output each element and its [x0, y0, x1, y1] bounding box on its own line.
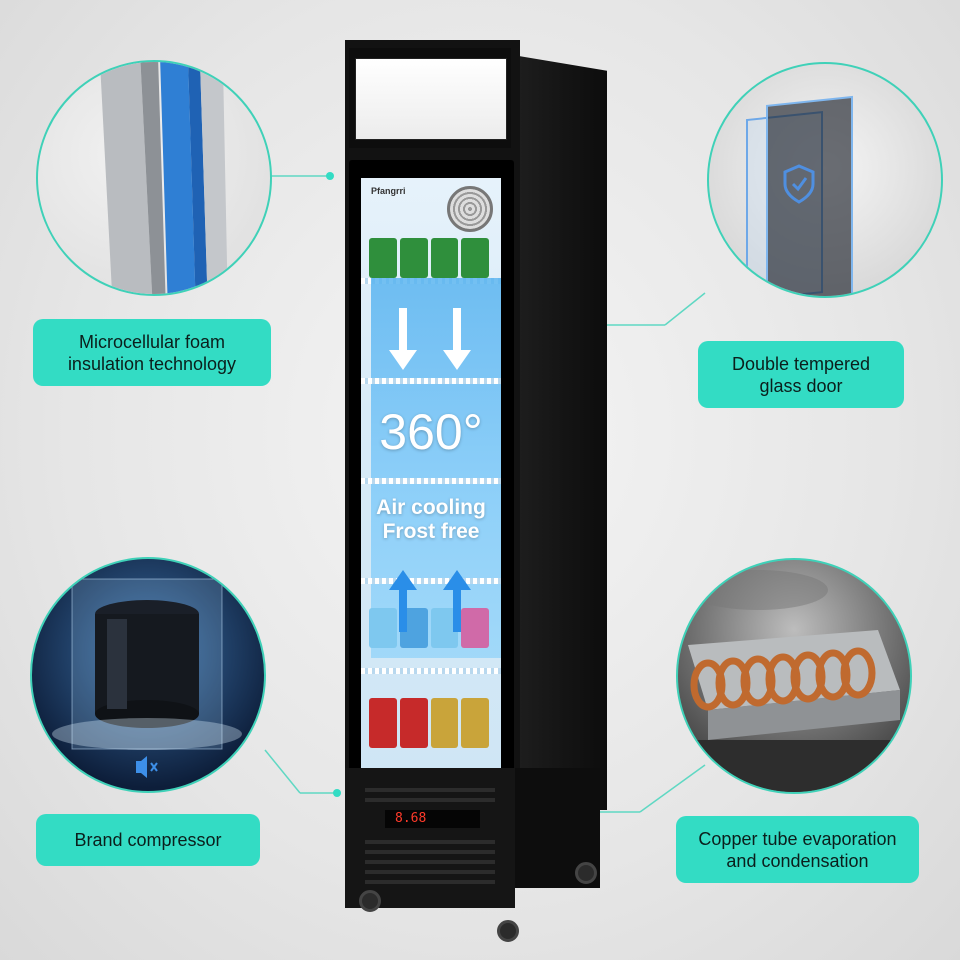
compressor-image	[30, 557, 266, 793]
cabinet-side	[515, 55, 607, 810]
compressor-base: 8.68	[345, 768, 600, 908]
beverage-fridge: Pfangrri 360° Air cooling Frost	[345, 40, 607, 942]
door-glass: Pfangrri 360° Air cooling Frost	[361, 178, 501, 770]
shelf	[361, 478, 501, 484]
fan-icon	[447, 186, 493, 232]
temperature-readout: 8.68	[395, 811, 427, 826]
can-row	[369, 238, 489, 278]
lightbox-panel	[355, 58, 507, 140]
caster-wheel	[575, 862, 597, 884]
insulation-label-line1: Microcellular foam	[78, 331, 226, 352]
cooling-degree: 360°	[379, 404, 483, 460]
compressor-label-text: Brand compressor	[74, 830, 222, 850]
up-arrows-icon	[389, 570, 471, 632]
copper-label-line2: and condensation	[726, 850, 869, 871]
lightbox-header	[349, 48, 511, 148]
tempered-glass-image	[707, 62, 943, 298]
connector-dot-compressor	[333, 789, 341, 797]
down-arrows-icon	[389, 308, 471, 370]
temperature-display: 8.68	[385, 810, 480, 828]
cooling-line2: Frost free	[382, 520, 480, 543]
glass-label-line2: glass door	[759, 375, 843, 396]
foam-insulation-image	[36, 60, 272, 296]
can-row	[369, 608, 489, 648]
shelf	[361, 578, 501, 584]
glass-door: Pfangrri 360° Air cooling Frost	[349, 160, 514, 790]
caster-wheel	[497, 920, 519, 942]
mute-speaker-icon	[136, 756, 158, 778]
can-row	[369, 698, 489, 748]
caster-wheel	[359, 890, 381, 912]
shield-check-icon	[783, 164, 815, 204]
glass-label-line1: Double tempered	[731, 353, 871, 374]
copper-tube-image	[676, 558, 912, 794]
connector-dot-insulation	[326, 172, 334, 180]
cooling-glow	[371, 278, 501, 658]
compressor-label: Brand compressor	[36, 814, 260, 866]
insulation-label-line2: insulation technology	[67, 353, 237, 374]
base-front: 8.68	[345, 768, 515, 908]
shelf	[361, 668, 501, 674]
shelf	[361, 378, 501, 384]
copper-label-line1: Copper tube evaporation	[698, 828, 897, 849]
brand-logo: Pfangrri	[371, 186, 406, 196]
cooling-line1: Air cooling	[376, 496, 486, 519]
